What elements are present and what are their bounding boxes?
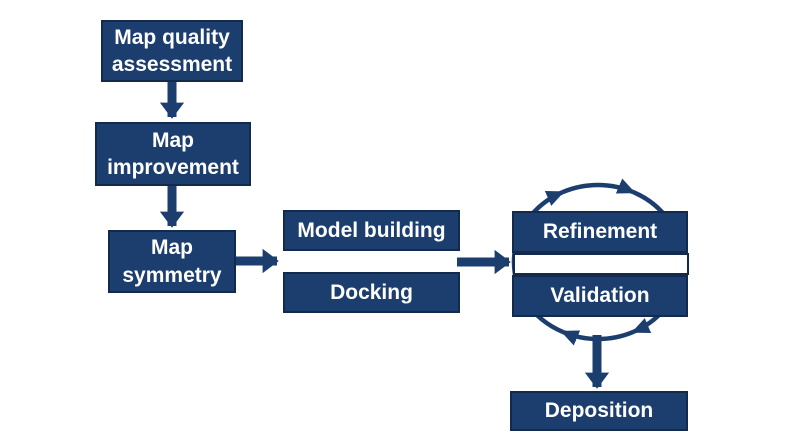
cycle-arc-top-icon bbox=[561, 178, 636, 195]
node-model-building: Model building bbox=[283, 210, 460, 251]
node-map-improvement: Map improvement bbox=[95, 122, 251, 186]
refinement-validation-connector-bar bbox=[513, 253, 689, 275]
node-label: Validation bbox=[550, 284, 650, 308]
node-label: Map improvement bbox=[107, 128, 239, 179]
node-label: Deposition bbox=[544, 399, 654, 423]
node-refinement: Refinement bbox=[512, 211, 688, 253]
node-label: Model building bbox=[297, 218, 446, 242]
node-label: Map symmetry bbox=[122, 236, 222, 287]
node-label: Refinement bbox=[542, 220, 658, 244]
node-map-quality-assessment: Map quality assessment bbox=[101, 20, 243, 82]
node-deposition: Deposition bbox=[510, 391, 688, 431]
node-map-symmetry: Map symmetry bbox=[108, 230, 236, 293]
node-label: Map quality assessment bbox=[111, 25, 233, 76]
node-docking: Docking bbox=[283, 272, 460, 313]
node-label: Docking bbox=[330, 280, 413, 304]
node-validation: Validation bbox=[512, 275, 688, 317]
